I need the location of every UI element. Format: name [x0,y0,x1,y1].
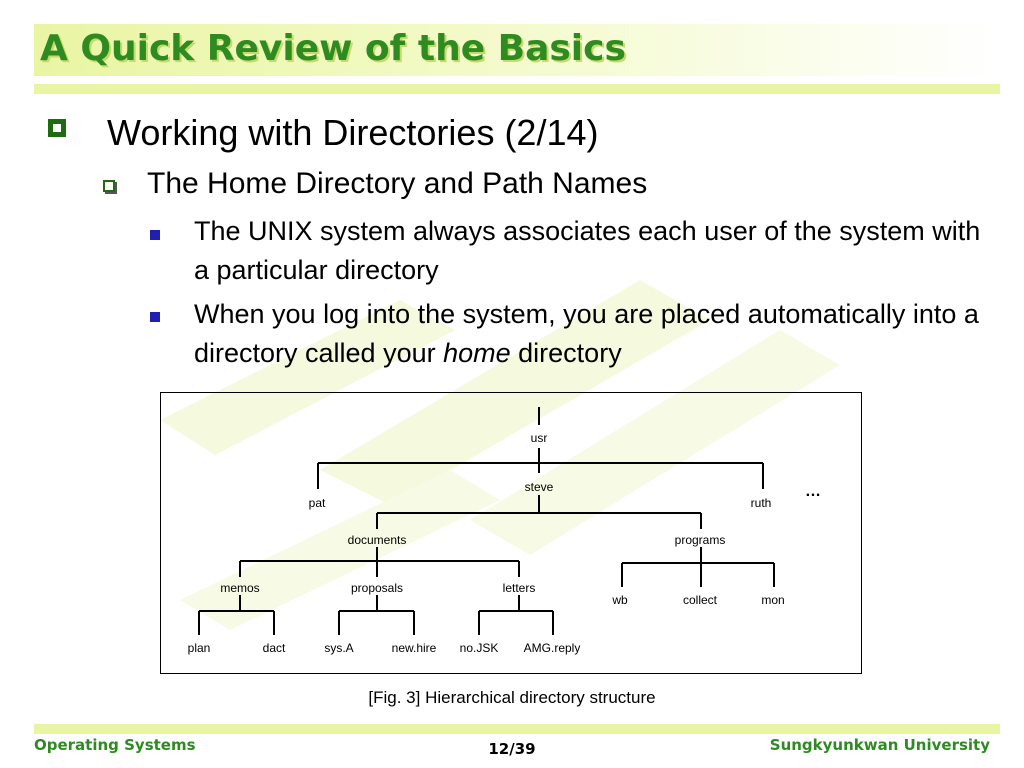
title-underline-bar [34,84,1000,94]
bullet-text: When you log into the system, you are pl… [194,295,994,373]
node-programs: programs [675,533,726,547]
directory-tree-figure: usr steve pat ruth … documents programs … [160,392,862,674]
node-no-jsk: no.JSK [460,641,499,655]
node-sys-a: sys.A [324,641,353,655]
node-new-hire: new.hire [392,641,437,655]
node-plan: plan [188,641,211,655]
filled-square-bullet-icon [150,230,160,240]
footer-bar [34,724,1000,734]
node-steve: steve [525,480,554,494]
node-proposals: proposals [351,581,403,595]
footer-course: Operating Systems [34,736,196,754]
title-band [34,24,1000,76]
node-documents: documents [348,533,407,547]
small-square-bullet-icon [103,180,115,192]
node-usr: usr [531,431,548,445]
node-ellipsis: … [805,483,821,500]
node-dact: dact [263,641,286,655]
node-ruth: ruth [751,496,772,510]
node-mon: mon [761,593,784,607]
square-bullet-icon [48,119,66,137]
node-letters: letters [503,581,536,595]
filled-square-bullet-icon [150,312,160,322]
bullet-text-part: directory [510,338,622,368]
directory-tree-diagram: usr steve pat ruth … documents programs … [188,407,821,655]
node-amg-reply: AMG.reply [524,641,581,655]
bullet-text: The UNIX system always associates each u… [194,216,981,285]
footer-university: Sungkyunkwan University [769,736,990,754]
emphasis-home: home [443,338,511,368]
section-heading: Working with Directories (2/14) [107,112,599,153]
node-memos: memos [220,581,259,595]
page-number: 12/39 [488,740,536,758]
node-wb: wb [611,593,628,607]
sub-heading: The Home Directory and Path Names [147,167,648,200]
tree-connectors [198,407,775,635]
tree-labels: usr steve pat ruth … documents programs … [188,431,821,655]
figure-caption: [Fig. 3] Hierarchical directory structur… [368,688,656,707]
node-collect: collect [683,593,718,607]
slide-title: A Quick Review of the Basics [40,28,626,69]
node-pat: pat [309,496,326,510]
bullet-text-part: When you log into the system, you are pl… [194,299,979,368]
